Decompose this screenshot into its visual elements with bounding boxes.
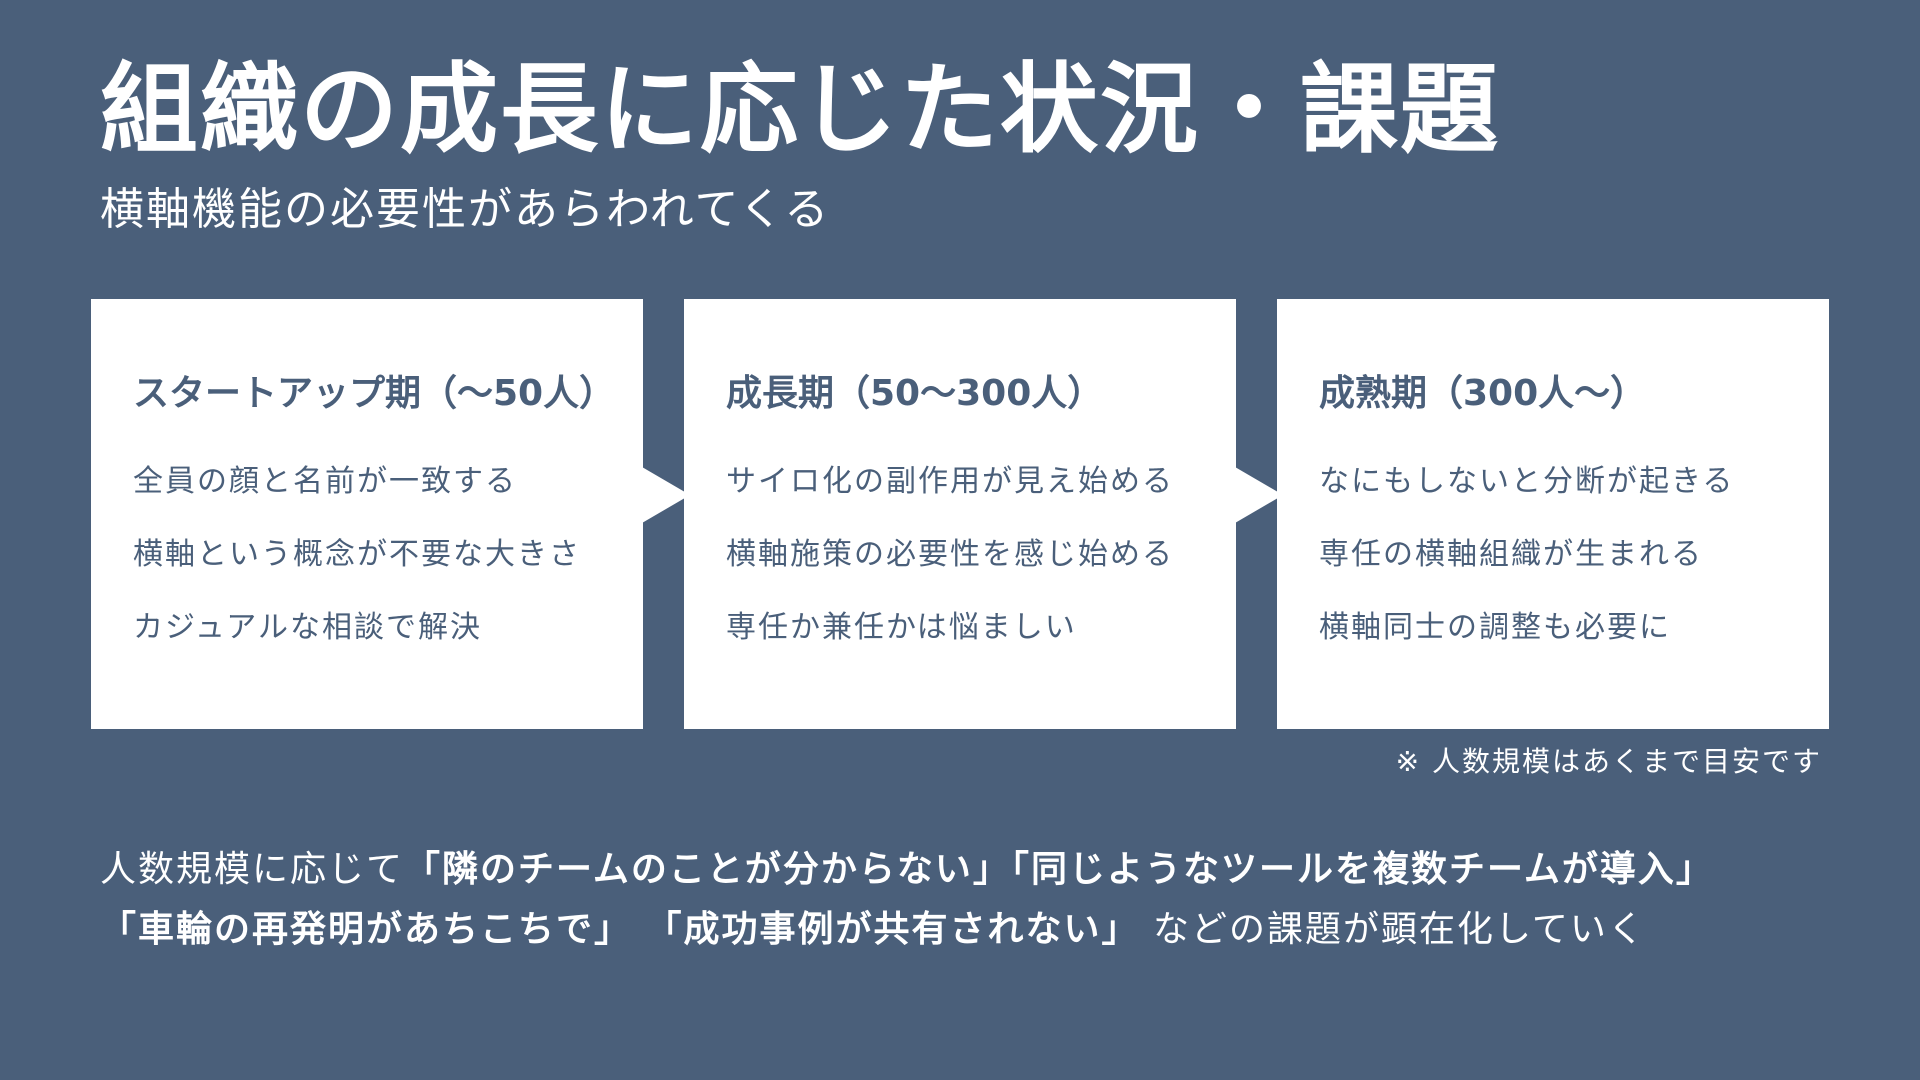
card-item: 全員の顔と名前が一致する [133, 464, 517, 499]
slide-subtitle: 横軸機能の必要性があらわれてくる [100, 184, 831, 235]
summary-line-1: 人数規模に応じて「隣のチームのことが分からない」「同じようなツールを複数チームが… [100, 840, 1714, 900]
card-item: 横軸という概念が不要な大きさ [133, 537, 581, 572]
card-item: 専任の横軸組織が生まれる [1319, 537, 1703, 572]
card-item: 横軸同士の調整も必要に [1319, 610, 1671, 645]
card-mature: 成熟期（300人〜） なにもしないと分断が起きる 専任の横軸組織が生まれる 横軸… [1277, 299, 1829, 729]
summary-quote: 「車輪の再発明があちこちで」 [100, 909, 633, 950]
footnote: ※ 人数規模はあくまで目安です [1395, 745, 1822, 778]
summary-quote: 「成功事例が共有されない」 [645, 909, 1140, 950]
card-growth: 成長期（50〜300人） サイロ化の副作用が見え始める 横軸施策の必要性を感じ始… [684, 299, 1236, 729]
arrow-right-icon [1235, 467, 1283, 523]
card-heading: 成長期（50〜300人） [726, 373, 1104, 414]
card-item-list: 全員の顔と名前が一致する 横軸という概念が不要な大きさ カジュアルな相談で解決 [133, 445, 643, 664]
card-item: なにもしないと分断が起きる [1319, 464, 1735, 499]
summary-prefix: 人数規模に応じて [100, 849, 405, 890]
card-item: カジュアルな相談で解決 [133, 610, 482, 645]
card-startup: スタートアップ期（〜50人） 全員の顔と名前が一致する 横軸という概念が不要な大… [91, 299, 643, 729]
summary-suffix: などの課題が顕在化していく [1152, 909, 1646, 950]
card-heading: 成熟期（300人〜） [1319, 373, 1647, 414]
card-item: 専任か兼任かは悩ましい [726, 610, 1077, 645]
card-item: 横軸施策の必要性を感じ始める [726, 537, 1174, 572]
slide-title: 組織の成長に応じた状況・課題 [100, 52, 1501, 167]
card-item-list: サイロ化の副作用が見え始める 横軸施策の必要性を感じ始める 専任か兼任かは悩まし… [726, 445, 1236, 664]
card-item-list: なにもしないと分断が起きる 専任の横軸組織が生まれる 横軸同士の調整も必要に [1319, 445, 1829, 664]
card-item: サイロ化の副作用が見え始める [726, 464, 1174, 499]
arrow-right-icon [642, 467, 690, 523]
card-heading: スタートアップ期（〜50人） [133, 373, 616, 414]
summary-quote: 「同じようなツールを複数チームが導入」 [1010, 849, 1714, 890]
summary-quote: 「隣のチームのことが分からない」 [404, 849, 1011, 890]
summary-line-2: 「車輪の再発明があちこちで」 「成功事例が共有されない」 などの課題が顕在化して… [100, 900, 1714, 960]
summary: 人数規模に応じて「隣のチームのことが分からない」「同じようなツールを複数チームが… [100, 840, 1714, 960]
